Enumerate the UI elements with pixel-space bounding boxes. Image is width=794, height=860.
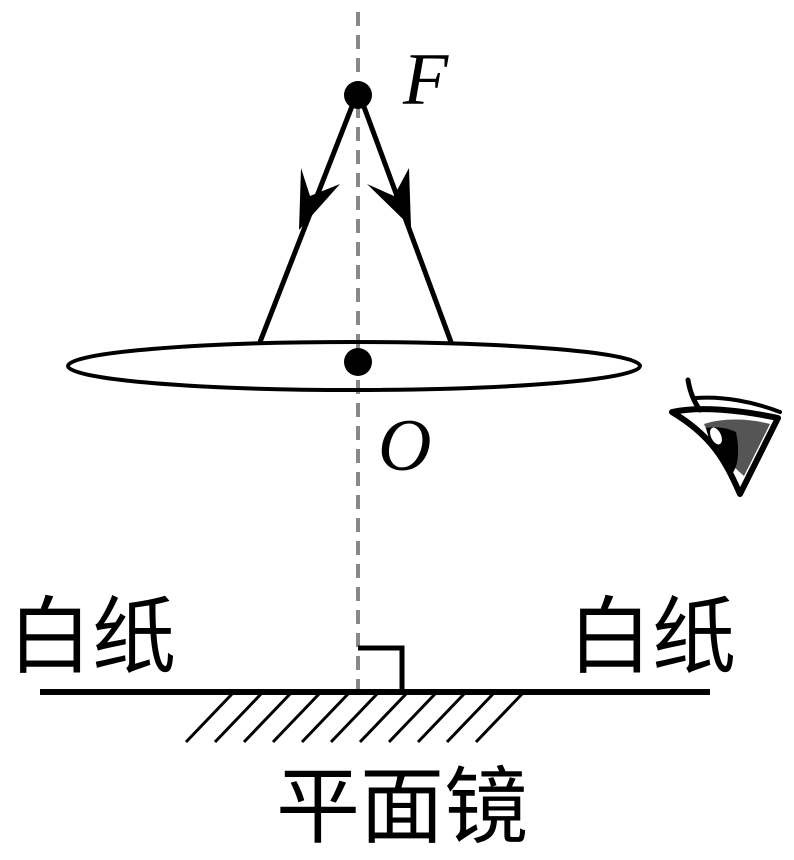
hatch-line — [329, 692, 379, 744]
optical-center-point — [344, 348, 372, 376]
hatch-line — [271, 692, 321, 744]
paper-label-left: 白纸 — [8, 588, 176, 686]
hatch-line — [387, 692, 437, 744]
eye-icon — [669, 377, 782, 497]
hatch-line — [445, 692, 495, 744]
convex-lens — [66, 340, 642, 392]
hatch-line — [474, 692, 524, 744]
hatch-line — [416, 692, 466, 744]
hatch-line — [242, 692, 292, 744]
hatch-line — [213, 692, 263, 744]
hatch-line — [300, 692, 350, 744]
right-angle-mark — [358, 645, 405, 692]
paper-label-right: 白纸 — [568, 588, 736, 686]
optical-center-label: O — [378, 405, 431, 487]
mirror-hatching — [184, 692, 524, 744]
mirror-label: 平面镜 — [276, 758, 528, 856]
focus-label: F — [402, 39, 449, 121]
hatch-line — [358, 692, 408, 744]
focus-point — [344, 81, 372, 109]
hatch-line — [184, 692, 234, 744]
ray-arrow-left — [299, 168, 340, 230]
ray-arrow-right — [367, 168, 411, 227]
